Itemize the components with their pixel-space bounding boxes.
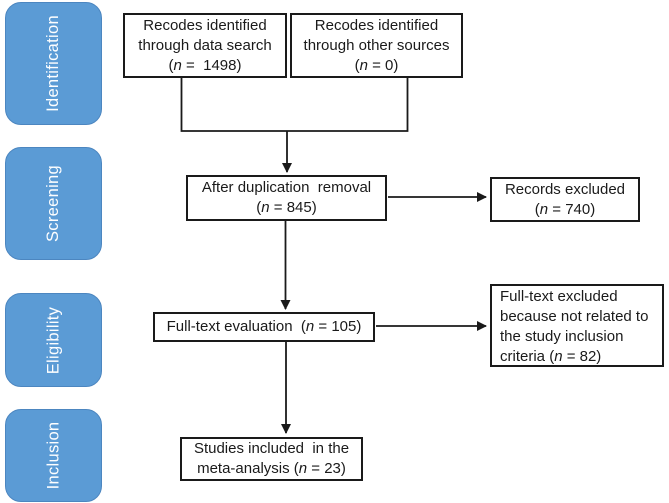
stage-screening-label: Screening [44,165,62,242]
box-count: (n = 105) [300,318,362,335]
box-count: (n = 23) [293,460,346,477]
stage-identification: Identification [5,2,102,125]
box-count: (n = 845) [256,199,317,216]
box-count: (n = 740) [534,200,596,218]
stage-inclusion-label: Inclusion [43,421,62,490]
box-line: After duplication removal [201,179,372,196]
box-line: Studies included in the meta-analysis (n… [193,440,350,477]
stage-identification-label: Identification [44,15,62,112]
stage-eligibility: Eligibility [5,293,102,387]
box-line: Records excluded [504,180,626,198]
stage-eligibility-label: Eligibility [44,306,62,374]
merge-connector [180,78,409,132]
box-line: through other sources [303,36,450,54]
stage-screening: Screening [5,147,102,260]
box-count: (n = 0) [354,56,399,74]
box-line: Recodes identified [143,16,267,34]
box-line: Recodes identified [314,16,439,34]
box-identified-data-search: Recodes identified through data search (… [123,13,287,78]
box-line: through data search [138,36,272,54]
box-line: Full-text evaluation (n = 105) [166,318,362,335]
box-count: (n = 82) [549,348,602,365]
box-studies-included: Studies included in the meta-analysis (n… [180,437,363,481]
box-records-excluded: Records excluded (n = 740) [490,177,640,222]
box-fulltext-excluded: Full-text excluded because not related t… [490,284,664,367]
box-identified-other-sources: Recodes identified through other sources… [290,13,463,78]
box-after-duplication-removal: After duplication removal (n = 845) [186,175,387,221]
stage-inclusion: Inclusion [5,409,102,502]
box-count: (n = 1498) [168,56,242,74]
box-fulltext-evaluation: Full-text evaluation (n = 105) [153,312,375,342]
